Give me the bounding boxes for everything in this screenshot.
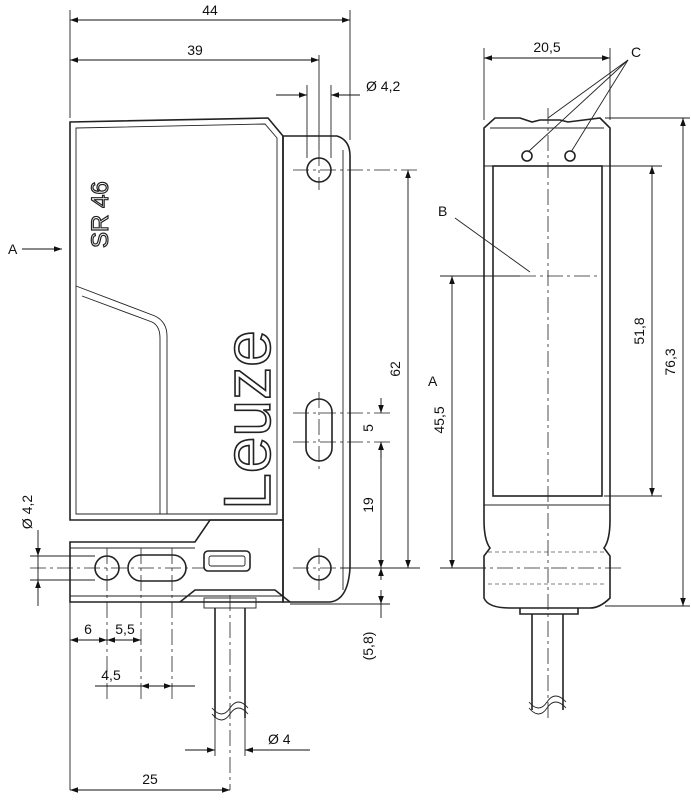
dim-front-width: 20,5 — [533, 39, 560, 55]
dim-height-19: 19 — [360, 497, 376, 513]
side-view: Leuze SR 46 A — [8, 117, 420, 790]
leader-c1 — [547, 59, 629, 119]
model-label: SR 46 — [87, 181, 114, 248]
dim-width-39: 39 — [187, 42, 203, 58]
dim-overall-width: 44 — [202, 2, 218, 18]
led-1 — [521, 150, 533, 162]
view-arrow-label: A — [8, 241, 18, 257]
dim-window-height: 51,8 — [631, 317, 647, 344]
front-outline — [483, 117, 611, 609]
side-view-dimensions: 44 39 Ø 4,2 62 5 19 (5,8) Ø 4,2 — [19, 2, 420, 793]
dim-dist-5-5: 5,5 — [115, 621, 135, 637]
dim-hole-dia-top: Ø 4,2 — [366, 78, 400, 94]
front-connector — [519, 608, 579, 615]
dim-dist-4-5: 4,5 — [101, 667, 121, 683]
label-c: C — [631, 44, 641, 60]
housing-inner-edge — [75, 123, 278, 515]
front-view: B C — [438, 44, 641, 720]
dim-hole-dia-side: Ø 4,2 — [19, 495, 35, 529]
led-2 — [564, 150, 576, 162]
front-view-dimensions: 20,5 76,3 51,8 45,5 A — [428, 39, 690, 607]
brand-logo: Leuze — [210, 330, 284, 510]
dim-cable-dia: Ø 4 — [268, 731, 291, 747]
leader-c3 — [570, 59, 629, 153]
leader-b — [454, 217, 531, 273]
dim-height-62: 62 — [387, 361, 403, 377]
leader-c2 — [527, 59, 629, 153]
mounting-plate — [282, 135, 351, 603]
label-a-dim: A — [428, 373, 438, 389]
optics-window-inner — [81, 295, 161, 514]
dim-front-height: 76,3 — [662, 348, 678, 375]
optics-window-edge — [75, 285, 168, 514]
led-inner — [208, 555, 246, 567]
optics-window — [492, 165, 603, 497]
connector-base — [179, 589, 291, 603]
dim-axis-height: 45,5 — [431, 406, 447, 433]
dim-dist-25: 25 — [142, 771, 158, 787]
led-window — [203, 550, 251, 572]
label-b: B — [438, 203, 447, 219]
dim-cable-offset: (5,8) — [360, 632, 376, 661]
dim-slot-5: 5 — [360, 424, 376, 432]
dim-dist-6: 6 — [84, 621, 92, 637]
